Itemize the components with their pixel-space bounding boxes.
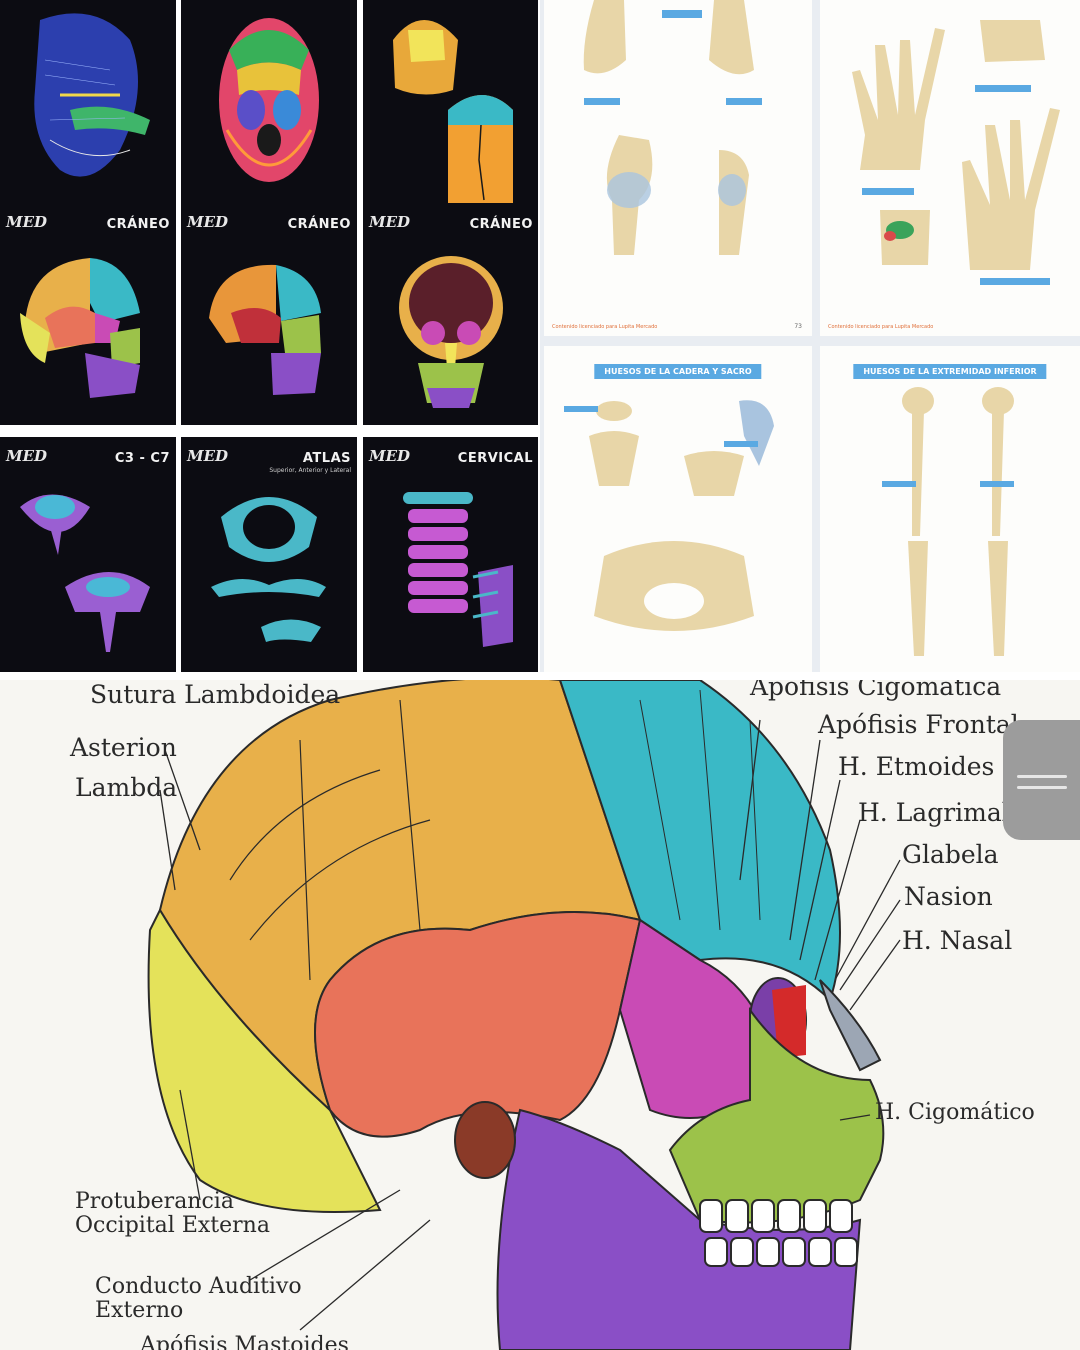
page-footer: Contenido licenciado para Lupita Mercado — [828, 324, 934, 330]
tile-title: CRÁNEO — [106, 217, 170, 232]
lower-limb-illustration — [882, 387, 1014, 656]
tile-title: ATLAS — [302, 451, 351, 466]
label-asterion: Asterion — [70, 733, 177, 762]
poster-tile-atlas[interactable]: MED ATLAS Superior, Anterior y Lateral — [181, 437, 357, 672]
page-header: HUESOS DE LA CADERA Y SACRO — [594, 364, 762, 379]
label-h-cigomatico: H. Cigomático — [875, 1100, 1035, 1125]
label-sutura-lambdoidea: Sutura Lambdoidea — [90, 680, 341, 709]
textbook-page-hand[interactable]: Contenido licenciado para Lupita Mercado — [820, 0, 1080, 336]
c3-c7-illustration — [20, 494, 150, 652]
label-apofisis-frontal: Apófisis Frontal — [818, 710, 1019, 739]
poster-tile-skull-base[interactable] — [181, 0, 357, 222]
tile-title: CRÁNEO — [287, 217, 351, 232]
textbook-page-elbow[interactable]: Contenido licenciado para Lupita Mercado… — [544, 0, 812, 336]
brand-logo: MED — [6, 447, 48, 465]
craneo-lateral-illustration — [20, 258, 140, 398]
poster-tile-cervical[interactable]: MED CERVICAL — [363, 437, 538, 672]
textbook-page-lower-limb[interactable]: HUESOS DE LA EXTREMIDAD INFERIOR — [820, 346, 1080, 672]
craneo-frontal-illustration — [399, 256, 503, 408]
brand-logo: MED — [187, 447, 229, 465]
craneo-lateral-2-illustration — [209, 264, 321, 395]
poster-tile-craneo-lateral-2[interactable]: MED CRÁNEO — [181, 203, 357, 425]
tile-title: C3 - C7 — [114, 451, 170, 466]
tile-subtitle: Superior, Anterior y Lateral — [269, 467, 351, 474]
hip-sacrum-illustration — [564, 400, 774, 631]
cervical-spine-illustration — [403, 492, 513, 647]
hand-bones-illustration — [852, 20, 1060, 285]
brand-logo: MED — [369, 213, 411, 231]
side-scroll-handle[interactable] — [1003, 720, 1080, 840]
textbook-spread: Contenido licenciado para Lupita Mercado… — [540, 0, 1080, 672]
label-apofisis-mastoides: Apófisis Mastoides — [140, 1333, 349, 1350]
tile-title: CRÁNEO — [469, 217, 533, 232]
facial-anatomy-illustration — [34, 13, 150, 177]
label-h-nasal: H. Nasal — [902, 926, 1013, 955]
brand-logo: MED — [6, 213, 48, 231]
label-apofisis-cigomatica: Apófisis Cigomática — [750, 680, 1002, 701]
label-conducto-auditivo: Conducto Auditivo Externo — [95, 1274, 302, 1324]
poster-tile-skull-top[interactable] — [363, 0, 538, 222]
label-h-etmoides: H. Etmoides — [838, 752, 995, 781]
page-number: 73 — [794, 323, 802, 330]
skull-top-illustration — [393, 20, 513, 210]
brand-logo: MED — [187, 213, 229, 231]
skull-base-illustration — [219, 18, 319, 182]
page-header: HUESOS DE LA EXTREMIDAD INFERIOR — [853, 364, 1047, 379]
page-footer: Contenido licenciado para Lupita Mercado — [552, 324, 658, 330]
skull-lateral-closeup: Sutura Lambdoidea Asterion Lambda Protub… — [0, 680, 1080, 1350]
atlas-illustration — [211, 497, 326, 642]
tile-title: CERVICAL — [457, 451, 533, 466]
label-lambda: Lambda — [75, 773, 178, 802]
label-glabela: Glabela — [902, 840, 999, 869]
poster-tile-c3-c7[interactable]: MED C3 - C7 — [0, 437, 176, 672]
poster-tile-craneo-frontal[interactable]: MED CRÁNEO — [363, 203, 538, 425]
poster-tile-craneo-lateral[interactable]: MED CRÁNEO — [0, 203, 176, 425]
label-protuberancia-occipital: Protuberancia Occipital Externa — [75, 1189, 270, 1239]
elbow-bones-illustration — [583, 0, 762, 255]
poster-grid: MED CRÁNEO MED CRÁNEO MED CRÁNEO — [0, 0, 538, 672]
poster-tile-facial[interactable] — [0, 0, 176, 222]
label-h-lagrimal: H. Lagrimal — [858, 798, 1010, 827]
textbook-page-hip[interactable]: HUESOS DE LA CADERA Y SACRO — [544, 346, 812, 672]
label-nasion: Nasion — [904, 882, 993, 911]
skull-lateral-illustration — [147, 680, 901, 1350]
brand-logo: MED — [369, 447, 411, 465]
